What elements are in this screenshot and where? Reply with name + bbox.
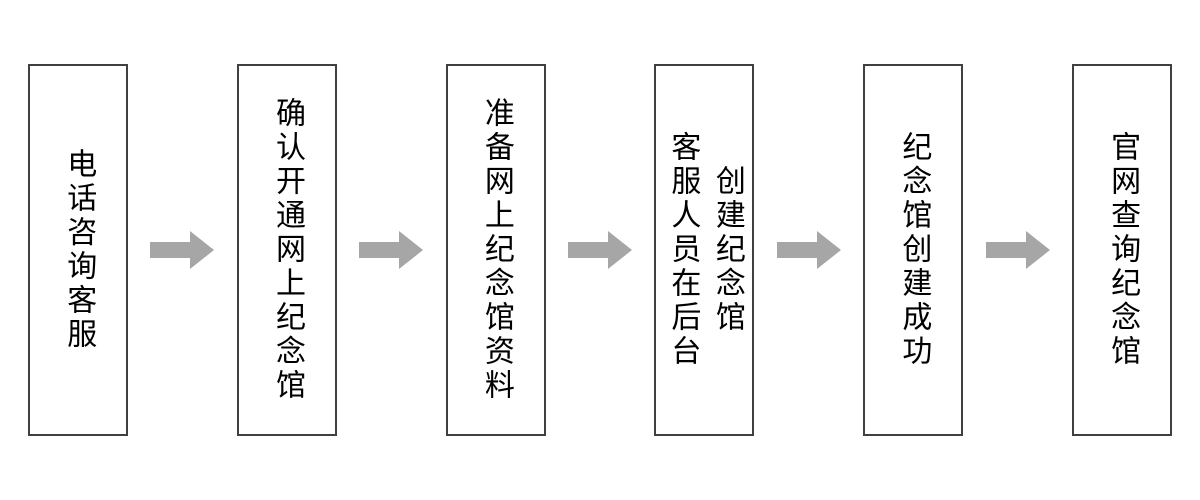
arrow-right-icon <box>359 231 424 269</box>
arrow-right-icon <box>567 231 632 269</box>
step-text: 官网查询纪念馆 <box>1105 131 1141 369</box>
arrow-right-icon <box>776 231 841 269</box>
step-text: 客服人员在后台 <box>665 131 701 369</box>
step-text: 创建纪念馆 <box>709 165 745 335</box>
step-text: 纪念馆创建成功 <box>896 131 932 369</box>
flow-step-phone-consult: 电话咨询客服 <box>28 64 128 436</box>
flow-step-prepare-materials: 准备网上纪念馆资料 <box>445 64 546 436</box>
flow-step-official-site-query: 官网查询纪念馆 <box>1071 64 1172 436</box>
step-text: 确认开通网上纪念馆 <box>270 97 306 403</box>
arrow-right-icon <box>150 231 215 269</box>
flow-step-confirm-open: 确认开通网上纪念馆 <box>236 64 337 436</box>
flow-step-backend-create: 客服人员在后台 创建纪念馆 <box>654 64 755 436</box>
arrow-right-icon <box>985 231 1050 269</box>
step-text: 准备网上纪念馆资料 <box>478 97 514 403</box>
flow-step-create-success: 纪念馆创建成功 <box>863 64 964 436</box>
step-text: 电话咨询客服 <box>61 148 97 352</box>
